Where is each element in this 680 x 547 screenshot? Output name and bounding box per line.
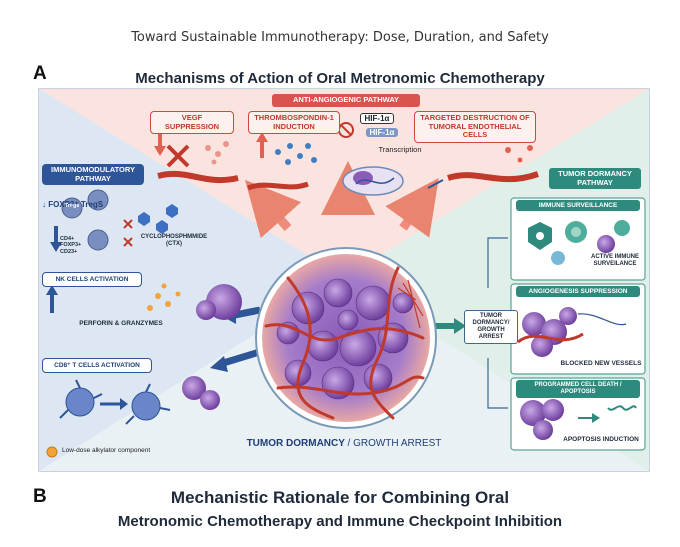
panel-a-title: Mechanisms of Action of Oral Metronomic …	[135, 70, 545, 87]
page-title: Toward Sustainable Immunotherapy: Dose, …	[131, 30, 549, 45]
targeted-destruction-label: TARGETED DESTRUCTION OF TUMORAL ENDOTHEL…	[414, 111, 536, 143]
cd8-activation-label: CD8⁺ T CELLS ACTIVATION	[42, 358, 152, 374]
immunomodulatory-heading: IMMUNOMODULATORY PATHWAY	[42, 164, 144, 186]
panel-b-title-line2: Metronomic Chemotherapy and Immune Check…	[117, 512, 563, 530]
ctx-label: CYCLOPHOSPHMMIDE (CTX)	[140, 234, 208, 247]
cd-markers-label: CD4+ FOXP3+ CD23+	[60, 236, 82, 255]
angiogenesis-suppression-header: ANGIOGENESIS SUPPRESSION	[516, 286, 640, 298]
active-immune-label: ACTIVE IMMUNE SURVEILANCE	[591, 254, 639, 267]
panel-b-letter: B	[33, 486, 47, 507]
transcription-label: Transcription	[378, 145, 422, 154]
blocked-vessels-label: BLOCKED NEW VESSELS	[560, 360, 642, 367]
mechanism-figure: ANTI-ANGIOGENIC PATHWAY VEGF SUPPRESSION…	[38, 88, 650, 472]
center-label-main: TUMOR DORMANCY	[246, 438, 345, 449]
thrombospondin-label: THROMBOSPONDIN-1 INDUCTION	[248, 111, 340, 135]
tumor-dormancy-heading: TUMOR DORMANCY PATHWAY	[549, 168, 641, 190]
immune-surveillance-header: IMMUNE SURVEILLANCE	[516, 200, 640, 212]
apoptosis-induction-label: APOPTOSIS INDUCTION	[563, 436, 639, 443]
growth-arrest-box: TUMOR DORMANCY/ GROWTH ARREST	[464, 310, 518, 344]
vegf-suppression-label: VEGF SUPPRESSION	[150, 111, 234, 135]
panel-b-title-line1: Mechanistic Rationale for Combining Oral	[170, 488, 510, 507]
panel-b-title: Mechanistic Rationale for Combining Oral…	[0, 486, 680, 532]
treg-cell-label: Tregs	[64, 203, 80, 209]
apoptosis-header: PROGRAMMED CELL DEATH / APOPTOSIS	[516, 380, 640, 398]
hif-box-1: HIF-1α	[360, 113, 394, 125]
foxp3-label: ↓ FOXP3⁺ TregS	[42, 200, 104, 209]
alkylator-legend-label: Low-dose alkylator component	[62, 447, 151, 454]
perforin-label: PERFORIN & GRANZYMES	[79, 320, 163, 327]
center-label: TUMOR DORMANCY / GROWTH ARREST	[244, 438, 444, 450]
panel-a-letter: A	[33, 63, 47, 84]
anti-angiogenic-heading: ANTI-ANGIOGENIC PATHWAY	[272, 94, 420, 107]
center-label-sub: / GROWTH ARREST	[347, 438, 442, 449]
hif-box-2: HIF-1α	[366, 128, 398, 138]
nk-activation-label: NK CELLS ACTIVATION	[42, 272, 142, 288]
